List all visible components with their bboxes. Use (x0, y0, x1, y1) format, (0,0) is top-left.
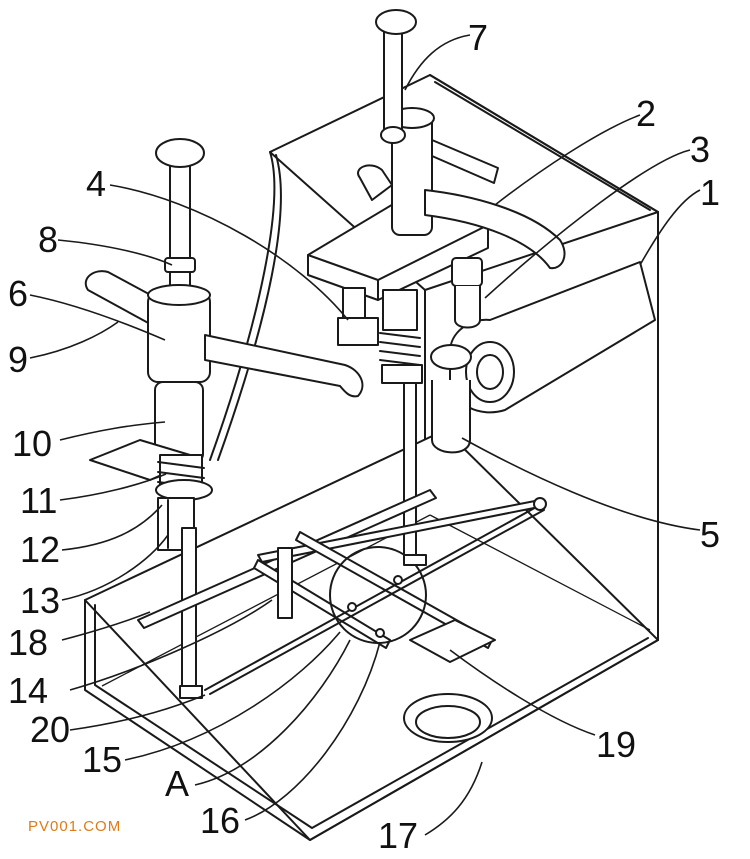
label-8: 8 (38, 219, 58, 260)
upper-valve-assembly (307, 9, 566, 564)
label-5: 5 (700, 514, 720, 555)
label-12: 12 (20, 529, 60, 570)
left-valve-assembly (84, 138, 364, 699)
label-9: 9 (8, 339, 28, 380)
label-10: 10 (12, 423, 52, 464)
label-15: 15 (82, 739, 122, 780)
pivot-bracket (430, 261, 656, 454)
label-3: 3 (690, 129, 710, 170)
label-17: 17 (378, 815, 418, 856)
label-7: 7 (468, 17, 488, 58)
label-14: 14 (8, 670, 48, 711)
watermark: PV001.COM (28, 818, 122, 835)
label-6: 6 (8, 273, 28, 314)
label-13: 13 (20, 580, 60, 621)
label-2: 2 (636, 93, 656, 134)
label-A: A (165, 763, 189, 804)
leader-lines (29, 34, 701, 836)
label-20: 20 (30, 709, 70, 750)
lower-linkage (137, 489, 547, 743)
label-16: 16 (200, 800, 240, 841)
part-labels: 7 2 3 4 1 8 6 9 10 11 5 12 13 18 14 20 1… (8, 17, 720, 856)
label-11: 11 (20, 480, 57, 521)
label-19: 19 (596, 724, 636, 765)
label-1: 1 (700, 172, 720, 213)
label-18: 18 (8, 622, 48, 663)
label-4: 4 (86, 163, 106, 204)
